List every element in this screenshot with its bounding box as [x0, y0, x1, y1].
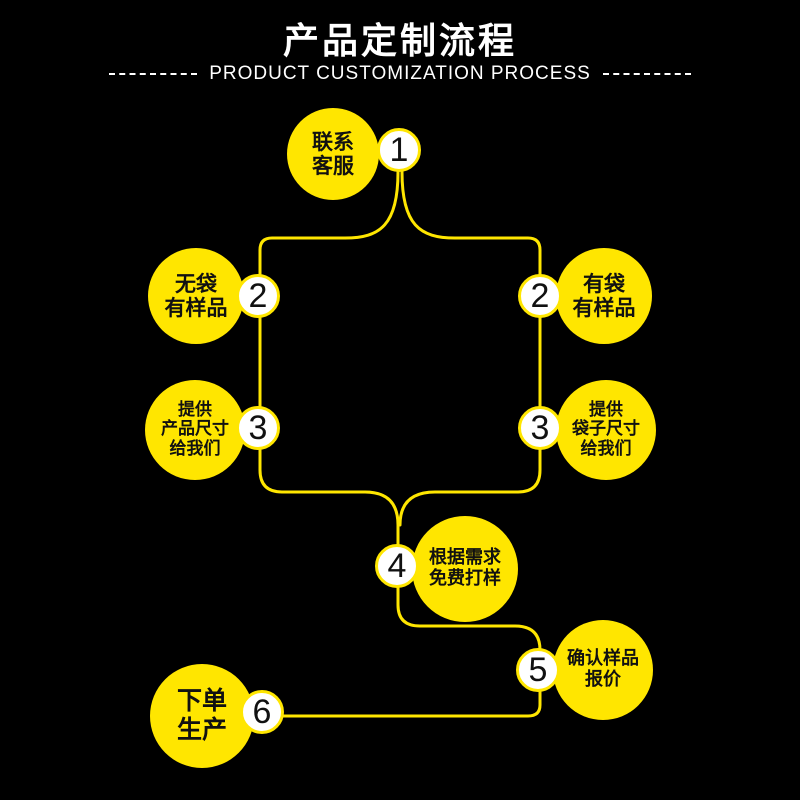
step-5-number: 5	[516, 648, 560, 692]
connector-4-to-5	[396, 586, 542, 652]
step-3b-label: 提供 袋子尺寸 给我们	[572, 399, 640, 459]
page-subtitle: PRODUCT CUSTOMIZATION PROCESS	[209, 63, 591, 84]
step-3a-label: 提供 产品尺寸 给我们	[161, 399, 229, 459]
step-3a-bubble: 提供 产品尺寸 给我们	[145, 380, 245, 480]
step-5-bubble: 确认样品 报价	[553, 620, 653, 720]
step-3a-number: 3	[236, 406, 280, 450]
step-6-label: 下单 生产	[176, 686, 227, 744]
step-2a-number: 2	[236, 274, 280, 318]
step-2b-label: 有袋 有样品	[572, 271, 636, 320]
step-6-number: 6	[240, 690, 284, 734]
step-2b-bubble: 有袋 有样品	[556, 248, 652, 344]
step-2a-bubble: 无袋 有样品	[148, 248, 244, 344]
step-4-bubble: 根据需求 免费打样	[412, 516, 518, 622]
left-dashed-divider	[109, 73, 198, 75]
step-1-number: 1	[377, 128, 421, 172]
step-4-number: 4	[375, 544, 419, 588]
right-dashed-divider	[602, 73, 691, 75]
step-4-label: 根据需求 免费打样	[429, 547, 501, 589]
step-1-bubble: 联系 客服	[287, 108, 379, 200]
connector-1-to-left-branch	[258, 170, 400, 547]
step-6-bubble: 下单 生产	[150, 664, 254, 768]
step-2b-number: 2	[518, 274, 562, 318]
subtitle-row: PRODUCT CUSTOMIZATION PROCESS	[0, 62, 800, 86]
step-1-label: 联系 客服	[312, 129, 354, 178]
step-5-label: 确认样品 报价	[567, 648, 639, 690]
page-title: 产品定制流程	[282, 21, 517, 62]
connector-1-to-right-branch	[398, 170, 542, 527]
step-3b-number: 3	[518, 406, 562, 450]
connector-5-to-6	[278, 688, 542, 718]
step-2a-label: 无袋 有样品	[164, 271, 228, 320]
step-3b-bubble: 提供 袋子尺寸 给我们	[556, 380, 656, 480]
